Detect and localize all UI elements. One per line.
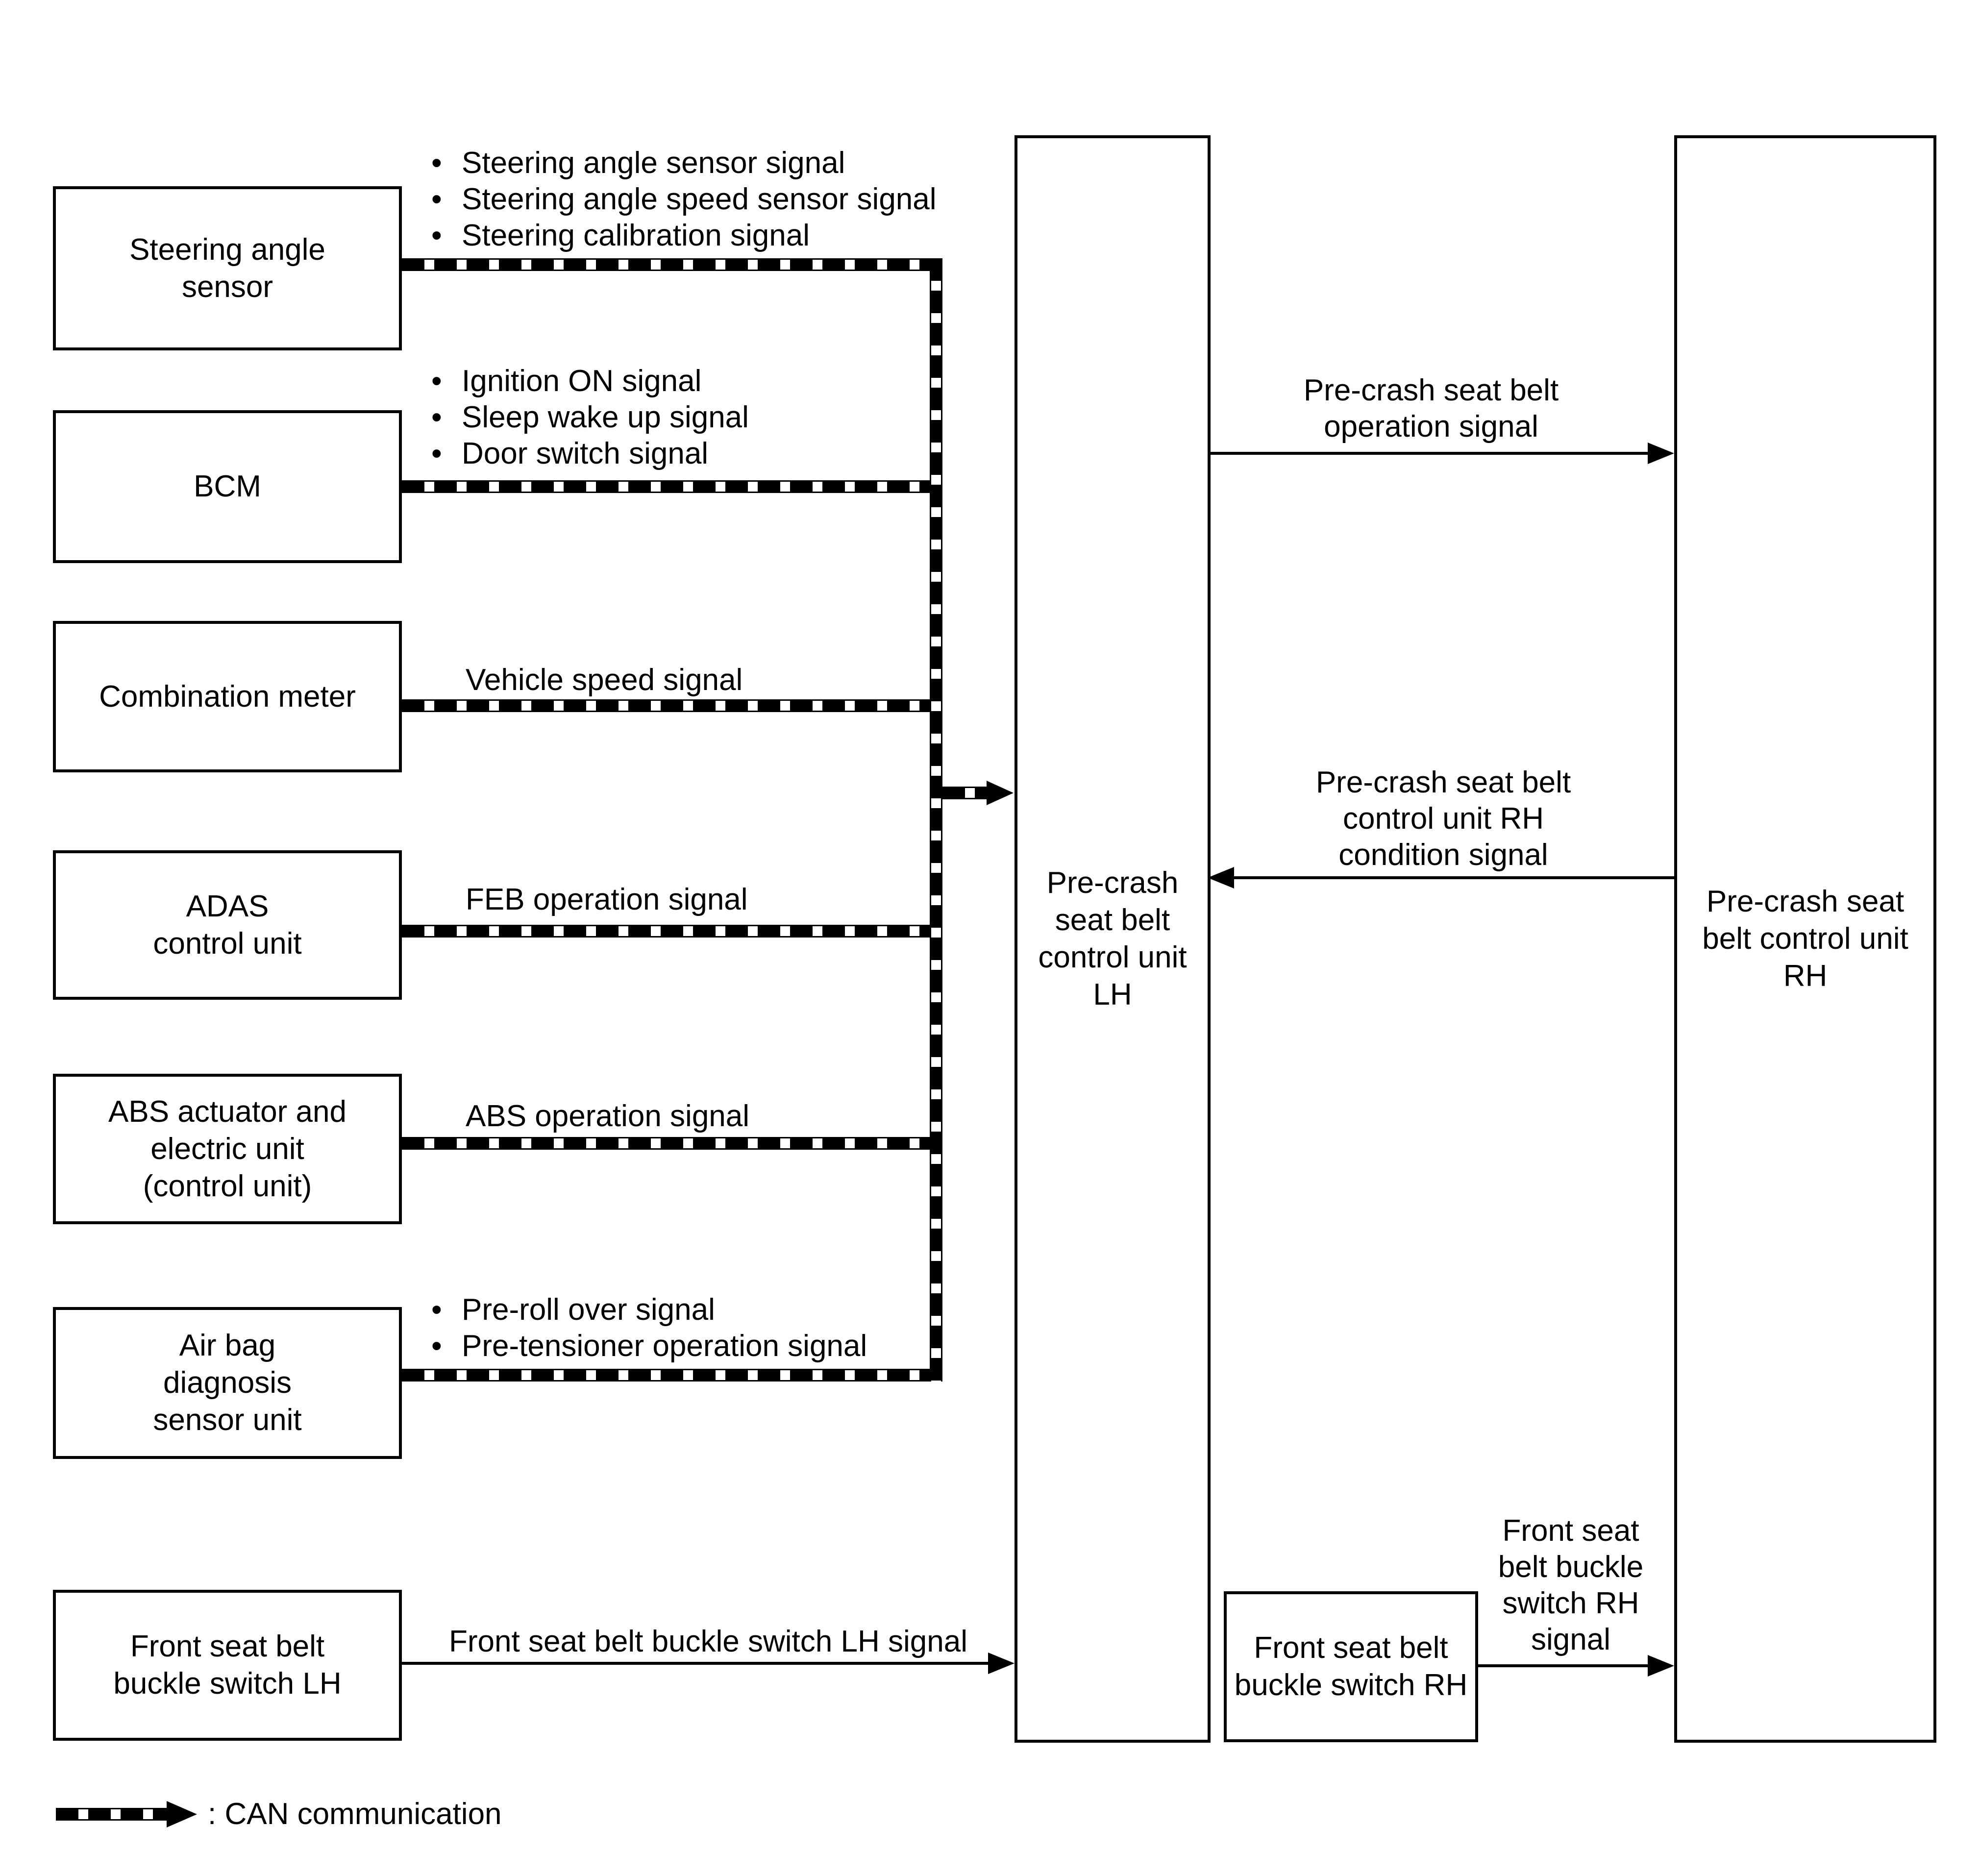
signal-item: •Steering angle sensor signal	[431, 145, 937, 181]
unit-label-line: Steering angle	[129, 232, 325, 267]
bullet-icon: •	[431, 1293, 442, 1327]
unit-label-line: Pre-crash seat	[1706, 885, 1905, 918]
label-condition-signal: Pre-crash seat belt control unit RH cond…	[1315, 765, 1571, 872]
can-line-bcm	[402, 480, 930, 493]
arrowhead-condition-signal	[1208, 867, 1234, 889]
can-line-adas	[402, 925, 930, 938]
can-line-abs	[402, 1137, 930, 1150]
label-operation-signal: Pre-crash seat belt operation signal	[1303, 373, 1559, 444]
arrowhead-operation-signal	[1648, 443, 1674, 464]
unit-label-line: electric unit	[150, 1132, 304, 1166]
signal-item: •Ignition ON signal	[431, 363, 749, 399]
signal-list-bcm: •Ignition ON signal •Sleep wake up signa…	[431, 363, 749, 472]
arrowhead-buckle-lh-signal	[988, 1653, 1015, 1674]
can-line-combination-meter	[402, 699, 930, 712]
unit-label-line: buckle switch LH	[113, 1667, 342, 1701]
signal-list-steering: •Steering angle sensor signal •Steering …	[431, 145, 937, 254]
signal-item: •Steering calibration signal	[431, 218, 937, 254]
bullet-icon: •	[431, 1329, 442, 1363]
unit-label-line: diagnosis	[163, 1366, 292, 1400]
line-buckle-rh-signal	[1475, 1664, 1649, 1667]
legend-label: : CAN communication	[208, 1797, 502, 1831]
unit-label-line: Front seat belt	[130, 1629, 325, 1663]
unit-label-line: seat belt	[1055, 903, 1170, 937]
can-line-air-bag	[402, 1369, 930, 1382]
signal-label-feb-operation: FEB operation signal	[466, 883, 748, 916]
arrowhead-buckle-rh-signal	[1648, 1655, 1674, 1677]
unit-label-line: LH	[1093, 978, 1132, 1012]
signal-item: •Door switch signal	[431, 436, 749, 472]
unit-box-air-bag-diagnosis: Air bag diagnosis sensor unit	[53, 1307, 402, 1459]
bullet-icon: •	[431, 182, 442, 216]
signal-label-vehicle-speed: Vehicle speed signal	[466, 663, 743, 697]
unit-label-line: Pre-crash	[1046, 866, 1179, 900]
unit-label-line: ADAS	[186, 889, 269, 923]
unit-box-precrash-control-unit-rh: Pre-crash seat belt control unit RH	[1674, 135, 1936, 1743]
can-line-steering	[402, 258, 930, 271]
can-trunk-line	[930, 258, 942, 1382]
signal-item: •Pre-tensioner operation signal	[431, 1328, 867, 1364]
unit-label-line: BCM	[194, 469, 261, 503]
unit-box-bcm: BCM	[53, 410, 402, 563]
signal-list-air-bag: •Pre-roll over signal •Pre-tensioner ope…	[431, 1292, 867, 1364]
unit-label-line: Front seat belt	[1254, 1631, 1448, 1665]
bullet-icon: •	[431, 219, 442, 252]
unit-label-line: sensor	[181, 270, 273, 304]
unit-box-adas-control-unit: ADAS control unit	[53, 850, 402, 1000]
signal-label-abs-operation: ABS operation signal	[466, 1099, 750, 1133]
unit-label-line: sensor unit	[153, 1403, 302, 1437]
unit-box-combination-meter: Combination meter	[53, 621, 402, 772]
line-operation-signal	[1208, 452, 1650, 455]
unit-label-line: RH	[1783, 959, 1828, 993]
can-branch-to-lh	[942, 787, 988, 799]
bullet-icon: •	[431, 400, 442, 434]
signal-item: •Steering angle speed sensor signal	[431, 181, 937, 218]
unit-box-front-seat-belt-buckle-switch-rh: Front seat belt buckle switch RH	[1224, 1591, 1478, 1742]
unit-label-line: Combination meter	[99, 679, 356, 714]
bullet-icon: •	[431, 364, 442, 398]
legend-can-arrowhead	[167, 1801, 197, 1827]
unit-label-line: buckle switch RH	[1234, 1668, 1468, 1702]
unit-box-front-seat-belt-buckle-switch-lh: Front seat belt buckle switch LH	[53, 1590, 402, 1741]
unit-box-abs-actuator: ABS actuator and electric unit (control …	[53, 1074, 402, 1224]
line-buckle-lh-signal	[402, 1662, 990, 1665]
line-condition-signal	[1233, 876, 1674, 879]
label-buckle-lh-signal: Front seat belt buckle switch LH signal	[449, 1625, 967, 1658]
label-buckle-rh-signal: Front seat belt buckle switch RH signal	[1498, 1514, 1644, 1656]
unit-label-line: Air bag	[179, 1329, 276, 1362]
unit-label-line: control unit	[1038, 940, 1187, 974]
bullet-icon: •	[431, 146, 442, 180]
signal-item: •Sleep wake up signal	[431, 399, 749, 436]
unit-label-line: control unit	[153, 926, 302, 961]
unit-label-line: (control unit)	[143, 1169, 312, 1203]
can-arrowhead-into-lh	[987, 781, 1014, 805]
signal-item: •Pre-roll over signal	[431, 1292, 867, 1328]
unit-box-steering-angle-sensor: Steering angle sensor	[53, 186, 402, 350]
unit-label-line: belt control unit	[1702, 922, 1908, 956]
legend-can-line-sample	[56, 1808, 167, 1821]
bullet-icon: •	[431, 437, 442, 470]
unit-box-precrash-control-unit-lh: Pre-crash seat belt control unit LH	[1015, 135, 1211, 1743]
unit-label-line: ABS actuator and	[108, 1094, 346, 1129]
